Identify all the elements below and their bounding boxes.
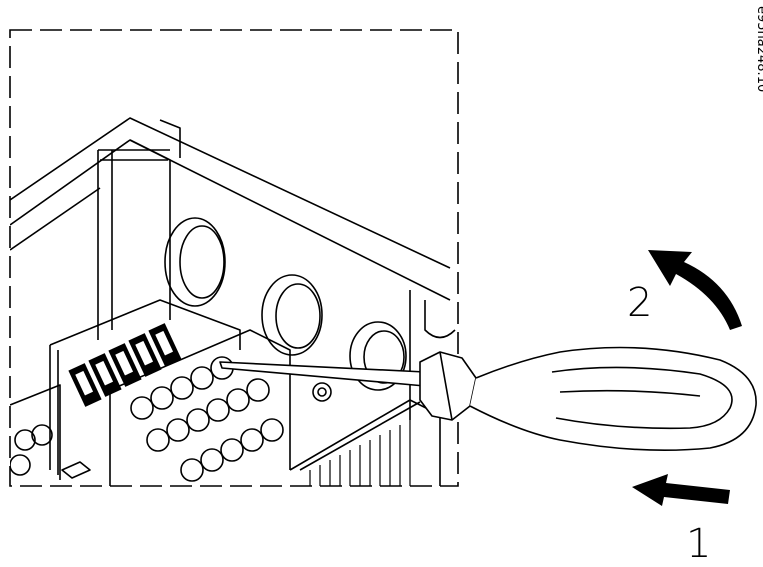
screwdriver-icon [219,346,757,452]
detail-frame [9,29,459,487]
step-2-label: 2 [627,280,653,326]
curved-arrow-icon [648,250,742,330]
figure-id: e95na248.10 [754,6,763,93]
enclosure [10,117,456,486]
arrow-left-icon [632,474,730,506]
step-1-label: 1 [686,521,712,567]
